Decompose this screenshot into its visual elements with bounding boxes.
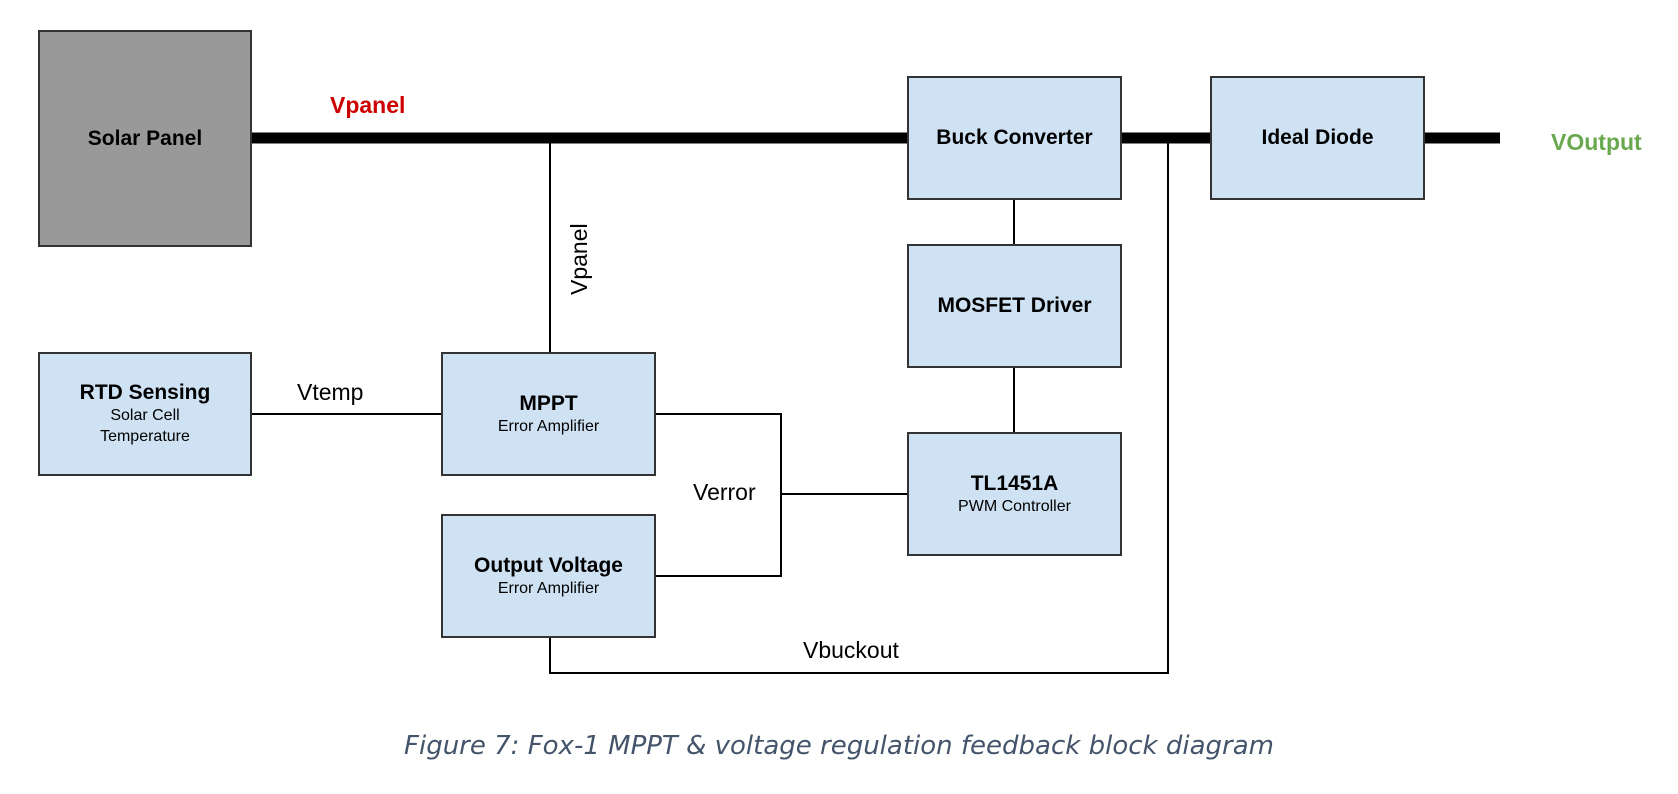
mppt-title: MPPT [519, 391, 578, 415]
tl1451a-subtitle: PWM Controller [958, 497, 1071, 515]
ideal-diode-block: Ideal Diode [1210, 76, 1425, 200]
rtd-sensing-block: RTD Sensing Solar Cell Temperature [38, 352, 252, 476]
mppt-subtitle: Error Amplifier [497, 417, 600, 435]
output-voltage-subtitle: Error Amplifier [497, 579, 600, 597]
buck-converter-title: Buck Converter [936, 126, 1093, 149]
vbuckout-wire [549, 138, 1169, 674]
mosfet-driver-block: MOSFET Driver [907, 244, 1122, 368]
vpanel-sense-label: Vpanel [566, 223, 592, 295]
figure-caption: Figure 7: Fox-1 MPPT & voltage regulatio… [404, 731, 1274, 761]
vpanel-bus-label: Vpanel [330, 92, 406, 118]
rtd-sensing-subtitle-line1: Solar Cell [110, 407, 180, 424]
tl1451a-title: TL1451A [970, 471, 1059, 495]
buck-converter-block: Buck Converter [907, 76, 1122, 200]
rtd-sensing-subtitle-line2: Temperature [100, 428, 190, 445]
solar-panel-title: Solar Panel [87, 126, 203, 150]
tl1451a-block: TL1451A PWM Controller [907, 432, 1122, 556]
output-voltage-title: Output Voltage [474, 553, 623, 577]
vbuckout-label: Vbuckout [803, 637, 899, 663]
verror-label: Verror [693, 479, 756, 505]
output-voltage-block: Output Voltage Error Amplifier [441, 514, 656, 638]
vtemp-label: Vtemp [297, 379, 364, 405]
solar-panel-block: Solar Panel [38, 30, 252, 247]
mppt-block: MPPT Error Amplifier [441, 352, 656, 476]
ideal-diode-title: Ideal Diode [1261, 126, 1374, 149]
mosfet-driver-title: MOSFET Driver [937, 294, 1092, 317]
voutput-label: VOutput [1551, 129, 1642, 155]
rtd-sensing-title: RTD Sensing [79, 381, 211, 404]
